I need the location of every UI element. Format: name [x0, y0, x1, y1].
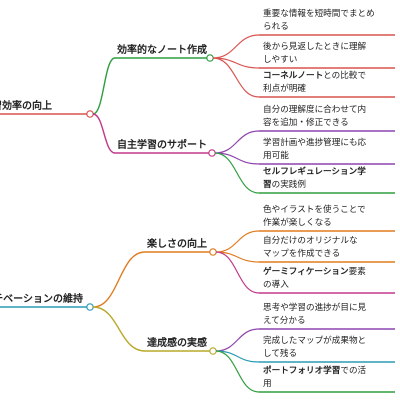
leaf-connector — [214, 130, 260, 154]
leaf-note-line: 利点が明確 — [263, 83, 366, 96]
note-text: えて分かる — [263, 316, 306, 326]
leaf-note: 色やイラストを使うことで作業が楽しくなる — [263, 204, 366, 230]
note-text: 容を追加・修正できる — [263, 118, 349, 128]
leaf-note: セルフレギュレーション学習の実践例 — [263, 166, 366, 192]
subtopic-node-dot — [206, 54, 214, 62]
leaf-connector — [212, 57, 260, 98]
subtopic-node-dot — [208, 149, 216, 157]
leaf-note-line: 作業が楽しくなる — [263, 217, 366, 230]
subtopic-node-dot — [209, 248, 217, 256]
root-topic: 学習効率の向上 — [0, 101, 52, 112]
leaf-note-line: ゲーミフィケーション要素 — [263, 266, 366, 279]
leaf-note-line: して残る — [263, 348, 366, 361]
note-text: しやすい — [263, 55, 298, 65]
leaf-note: 完成したマップが成果物として残る — [263, 335, 366, 361]
note-text: 用 — [263, 379, 272, 389]
keyword-text: ゲーミフィケーション — [263, 267, 349, 277]
leaf-note-line: 色やイラストを使うことで — [263, 204, 366, 217]
root-topic: モチベーションの維持 — [0, 294, 83, 305]
leaf-note-line: 後から見返したときに理解 — [263, 41, 366, 54]
leaf-connector — [215, 350, 260, 393]
note-text: 自分だけのオリジナルな — [263, 236, 358, 246]
keyword-text: コーネルノート — [263, 71, 324, 81]
branch-connector — [92, 306, 146, 352]
note-text: 色やイラストを使うことで — [263, 205, 366, 215]
leaf-note: 思考や学習の進捗が目に見えて分かる — [263, 302, 366, 328]
note-text: 学習計画や進捗管理にも応 — [263, 138, 367, 148]
leaf-note-line: 自分の理解度に合わせて内 — [263, 104, 366, 117]
branch-connector — [92, 251, 146, 308]
keyword-text: ポートフォリオ学習 — [263, 366, 341, 376]
leaf-note-line: られる — [263, 21, 375, 34]
note-text: られる — [263, 22, 289, 32]
subtopic-label: 自主学習のサポート — [117, 140, 207, 151]
leaf-note: 自分の理解度に合わせて内容を追加・修正できる — [263, 104, 366, 130]
leaf-note-line: セルフレギュレーション学 — [263, 166, 366, 179]
leaf-note: 後から見返したときに理解しやすい — [263, 41, 366, 67]
leaf-note: ゲーミフィケーション要素の導入 — [263, 266, 366, 292]
keyword-text: 習 — [263, 180, 272, 190]
leaf-connector — [215, 230, 260, 253]
note-text: マップを作成できる — [263, 249, 341, 259]
root-node-dot — [86, 303, 94, 311]
leaf-note-line: ポートフォリオ学習での活 — [263, 365, 366, 378]
leaf-note-line: 思考や学習の進捗が目に見 — [263, 302, 366, 315]
note-text: の導入 — [263, 280, 289, 290]
leaf-note-line: 学習計画や進捗管理にも応 — [263, 137, 366, 150]
subtopic-label: 効率的なノート作成 — [117, 45, 207, 56]
note-text: 作業が楽しくなる — [263, 218, 332, 228]
leaf-connector — [215, 251, 260, 294]
leaf-note: 自分だけのオリジナルなマップを作成できる — [263, 235, 358, 261]
leaf-connector — [215, 328, 260, 352]
note-text: の実践例 — [271, 180, 306, 190]
root-node-dot — [86, 110, 94, 118]
leaf-note-line: 習の実践例 — [263, 179, 366, 192]
leaf-connector — [212, 34, 260, 59]
note-text: 自分の理解度に合わせて内 — [263, 105, 367, 115]
note-text: 後から見返したときに理解 — [263, 42, 367, 52]
note-text: 用可能 — [263, 151, 289, 161]
leaf-note-line: コーネルノートとの比較で — [263, 70, 366, 83]
leaf-note: コーネルノートとの比較で利点が明確 — [263, 70, 366, 96]
leaf-note-line: 完成したマップが成果物と — [263, 335, 366, 348]
note-text: 完成したマップが成果物と — [263, 336, 367, 346]
leaf-note-line: 重要な情報を短時間でまとめ — [263, 8, 375, 21]
leaf-note-line: 用可能 — [263, 150, 366, 163]
leaf-note: 重要な情報を短時間でまとめられる — [263, 8, 375, 34]
leaf-note-line: 自分だけのオリジナルな — [263, 235, 358, 248]
leaf-connector — [214, 152, 260, 194]
note-text: での活 — [340, 366, 367, 376]
keyword-text: セルフレギュレーション学 — [263, 167, 366, 177]
subtopic-label: 達成感の実感 — [147, 338, 207, 349]
leaf-note-line: 容を追加・修正できる — [263, 117, 366, 130]
note-text: 重要な情報を短時間でまとめ — [263, 9, 375, 19]
leaf-note-line: 用 — [263, 378, 366, 391]
leaf-note-line: マップを作成できる — [263, 248, 358, 261]
note-text: して残る — [263, 349, 298, 359]
leaf-note-line: しやすい — [263, 54, 366, 67]
subtopic-label: 楽しさの向上 — [147, 239, 207, 250]
leaf-note: 学習計画や進捗管理にも応用可能 — [263, 137, 366, 163]
leaf-note-line: えて分かる — [263, 315, 366, 328]
leaf-note: ポートフォリオ学習での活用 — [263, 365, 366, 391]
note-text: との比較で — [323, 71, 367, 81]
branch-connector — [92, 57, 116, 115]
note-text: 思考や学習の進捗が目に見 — [263, 303, 367, 313]
leaf-note-line: の導入 — [263, 279, 366, 292]
subtopic-node-dot — [209, 347, 217, 355]
branch-connector — [92, 113, 116, 154]
note-text: 要素 — [348, 267, 366, 277]
note-text: 利点が明確 — [263, 84, 306, 94]
